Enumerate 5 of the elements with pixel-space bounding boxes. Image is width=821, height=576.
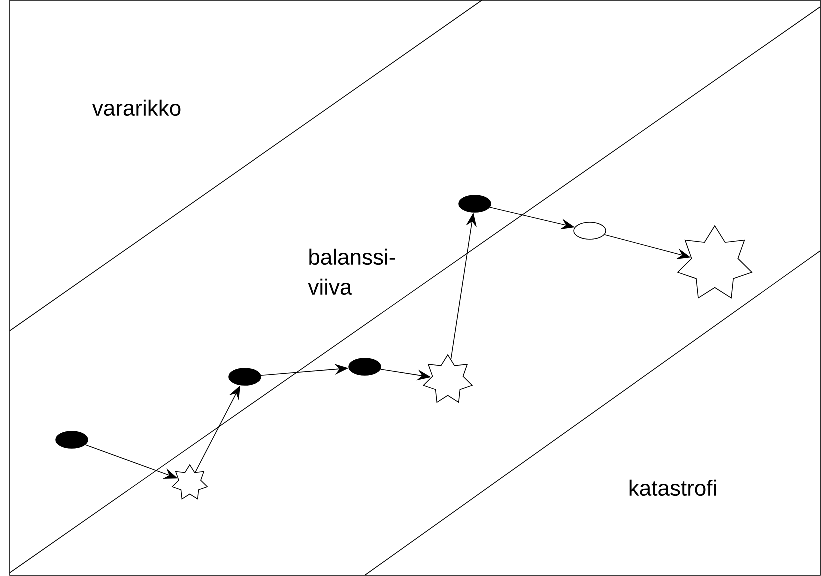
region-label: balanssi- viiva xyxy=(308,248,396,296)
region-label: katastrofi xyxy=(630,480,716,496)
region-label: vararikko xyxy=(92,100,181,116)
ellipse-marker xyxy=(574,222,606,240)
ellipse-marker xyxy=(56,431,88,449)
